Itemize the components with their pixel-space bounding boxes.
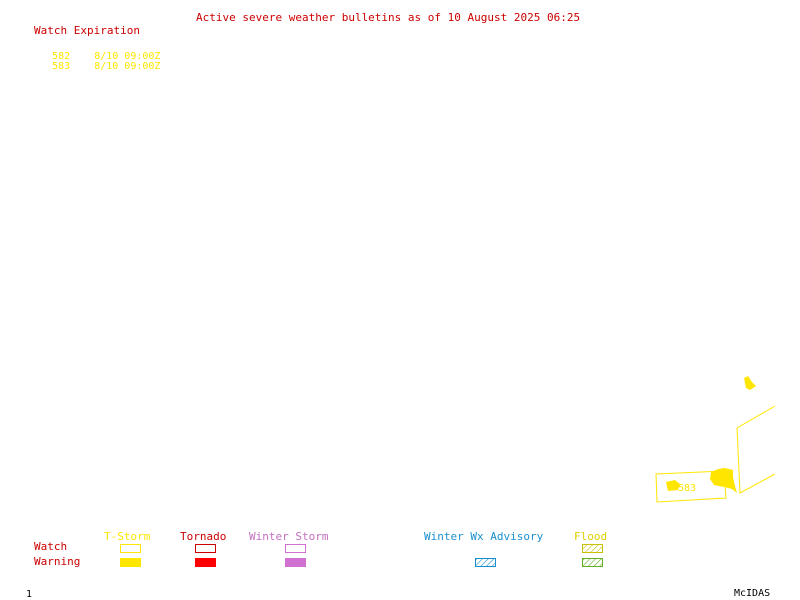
legend-tornado-label: Tornado bbox=[180, 530, 227, 543]
legend-winter-storm-label: Winter Storm bbox=[249, 530, 329, 543]
frame-number: 1 bbox=[26, 589, 33, 600]
watch-583-box bbox=[655, 470, 727, 503]
watch-expires: 8/10 09:00Z bbox=[94, 51, 161, 62]
watch-id: 582 bbox=[52, 51, 71, 62]
tstorm-warning-area bbox=[666, 480, 680, 491]
legend-winter-advisory-label: Winter Wx Advisory bbox=[424, 530, 544, 543]
legend-watch-row-label: Watch bbox=[34, 540, 68, 553]
watch-row: 582 8/10 09:00Z bbox=[40, 42, 160, 62]
legend-winter-advisory-swatch bbox=[475, 558, 496, 567]
mcidas-label: McIDAS bbox=[734, 588, 771, 599]
legend-warning-row-label: Warning bbox=[34, 555, 81, 568]
watch-id: 583 bbox=[52, 61, 71, 72]
tstorm-watch-outline bbox=[736, 405, 776, 494]
legend-winter-storm-watch-swatch bbox=[285, 544, 306, 553]
tstorm-warning-area bbox=[710, 468, 737, 493]
legend-flood-label: Flood bbox=[574, 530, 608, 543]
bulletin-title: Active severe weather bulletins as of 10… bbox=[196, 11, 581, 24]
watch-expires: 8/10 09:00Z bbox=[94, 61, 161, 72]
legend-flood-warning-swatch bbox=[582, 558, 603, 567]
legend-tornado-warning-swatch bbox=[195, 558, 216, 567]
legend-flood-watch-swatch bbox=[582, 544, 603, 553]
watch-row: 583 8/10 09:00Z bbox=[40, 52, 160, 72]
watch-expiration-heading: Watch Expiration bbox=[34, 24, 140, 37]
legend-tstorm-watch-swatch bbox=[120, 544, 141, 553]
watch-583-label: 583 bbox=[678, 483, 697, 494]
tstorm-warning-area bbox=[744, 376, 756, 390]
legend-tornado-watch-swatch bbox=[195, 544, 216, 553]
legend-tstorm-label: T-Storm bbox=[104, 530, 151, 543]
legend-tstorm-warning-swatch bbox=[120, 558, 141, 567]
legend-winter-storm-warning-swatch bbox=[285, 558, 306, 567]
